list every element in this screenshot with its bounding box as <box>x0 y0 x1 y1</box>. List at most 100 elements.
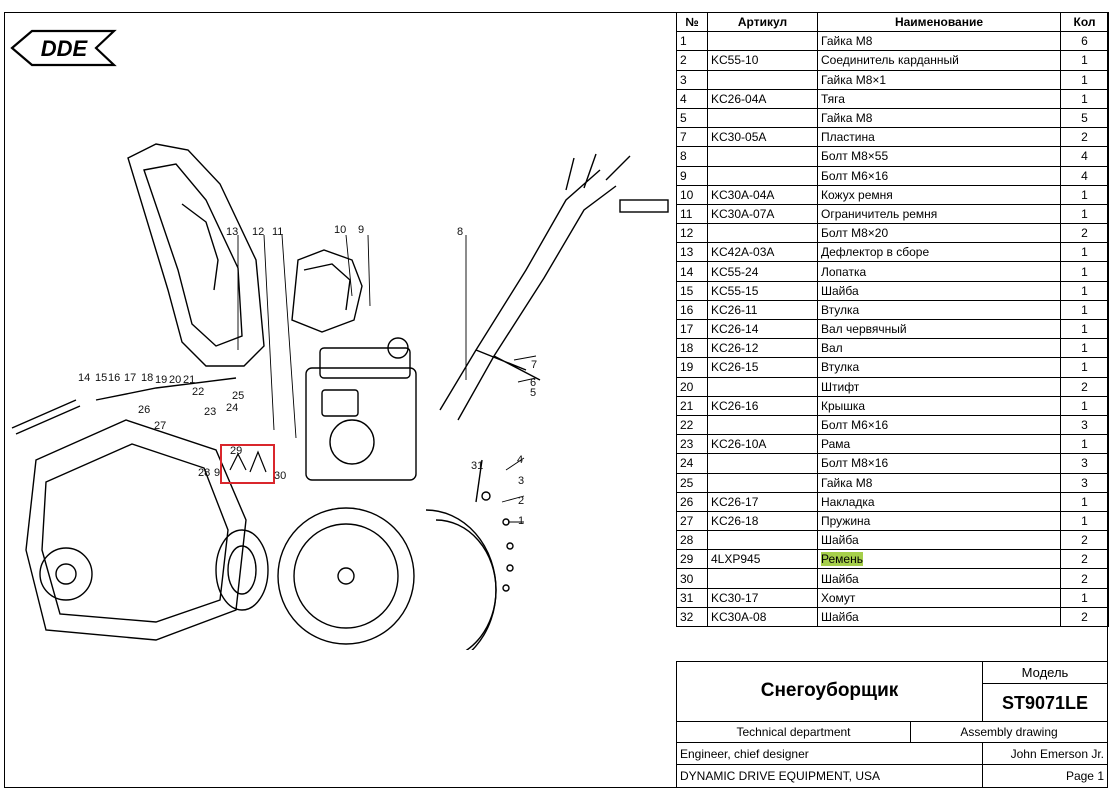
cell-name: Пластина <box>817 127 1061 148</box>
exploded-view-drawing: 14 15 16 17 18 19 20 21 22 23 24 25 26 2… <box>6 110 670 671</box>
cell-number: 23 <box>676 434 708 455</box>
callout-22: 22 <box>192 386 205 398</box>
model-label: Модель <box>983 662 1107 684</box>
cell-name: Рама <box>817 434 1061 455</box>
cell-number: 24 <box>676 453 708 474</box>
cell-article: KC26-14 <box>707 318 818 340</box>
cell-qty: 3 <box>1060 453 1109 474</box>
callout-1: 1 <box>518 515 525 527</box>
cell-number: 8 <box>676 146 708 167</box>
table-header-row: № Артикул Наименование Кол <box>676 11 1109 33</box>
cell-article <box>707 31 818 52</box>
cell-qty: 6 <box>1060 31 1109 52</box>
cell-number: 26 <box>676 491 708 512</box>
role: Engineer, chief designer <box>677 743 983 765</box>
cell-qty: 1 <box>1060 50 1109 71</box>
callout-6: 6 <box>530 377 537 389</box>
cell-number: 22 <box>676 414 708 436</box>
cell-name: Тяга <box>817 88 1061 109</box>
callout-18: 18 <box>141 372 154 384</box>
cell-name: Штифт <box>817 376 1061 397</box>
cell-qty: 5 <box>1060 107 1109 129</box>
auger-housing <box>25 419 247 641</box>
cell-qty: 1 <box>1060 261 1109 282</box>
cell-number: 14 <box>676 261 708 282</box>
cell-qty: 1 <box>1060 510 1109 532</box>
company-name: DYNAMIC DRIVE EQUIPMENT, USA <box>677 765 983 787</box>
cell-article <box>707 472 818 493</box>
cell-number: 3 <box>676 69 708 90</box>
highlighted-name: Ремень <box>821 552 863 567</box>
cell-name: Ограничитель ремня <box>817 203 1061 225</box>
page-number: Page 1 <box>1065 769 1104 783</box>
cell-number: 16 <box>676 299 708 321</box>
department: Technical department <box>677 722 911 743</box>
callout-3: 3 <box>518 475 525 487</box>
belt-callout-box <box>220 444 275 484</box>
cell-name: Шайба <box>817 606 1061 628</box>
engineer-name: John Emerson Jr. <box>983 743 1107 765</box>
callout-16: 16 <box>108 372 121 384</box>
cell-name: Болт М8×20 <box>817 223 1061 244</box>
cell-article <box>707 165 818 186</box>
callout-25: 25 <box>232 390 245 402</box>
cell-name: Втулка <box>817 299 1061 321</box>
cell-number: 18 <box>676 338 708 359</box>
cell-qty: 2 <box>1060 568 1109 589</box>
cell-article <box>707 414 818 436</box>
model-number: ST9071LE <box>983 684 1107 722</box>
cell-number: 29 <box>676 549 708 570</box>
callout-27: 27 <box>154 420 167 432</box>
cell-number: 2 <box>676 50 708 71</box>
cell-number: 30 <box>676 568 708 589</box>
cell-number: 1 <box>676 31 708 52</box>
cell-article: KC30-05A <box>707 127 818 148</box>
callout-2: 2 <box>518 495 525 507</box>
cell-number: 9 <box>676 165 708 186</box>
cell-article <box>707 69 818 90</box>
header-number: № <box>676 11 708 33</box>
callout-9: 9 <box>358 224 365 236</box>
callout-28: 28 <box>198 467 211 479</box>
cell-qty: 1 <box>1060 318 1109 340</box>
belt-cover <box>291 249 363 333</box>
cell-number: 28 <box>676 530 708 551</box>
cell-name: Кожух ремня <box>817 184 1061 205</box>
handle-bar <box>439 169 601 411</box>
cell-name: Вал <box>817 338 1061 359</box>
cell-name: Дефлектор в сборе <box>817 242 1061 263</box>
cell-qty: 1 <box>1060 242 1109 263</box>
cell-article: KC30A-04A <box>707 184 818 205</box>
cell-article: KC26-11 <box>707 299 818 321</box>
cell-qty: 1 <box>1060 587 1109 608</box>
callout-23: 23 <box>204 406 217 418</box>
cell-qty: 2 <box>1060 606 1109 628</box>
cell-article <box>707 146 818 167</box>
cell-number: 17 <box>676 318 708 340</box>
cell-article: KC30A-07A <box>707 203 818 225</box>
callout-21: 21 <box>183 374 196 386</box>
header-name: Наименование <box>817 11 1061 33</box>
cell-name: Болт М8×16 <box>817 453 1061 474</box>
